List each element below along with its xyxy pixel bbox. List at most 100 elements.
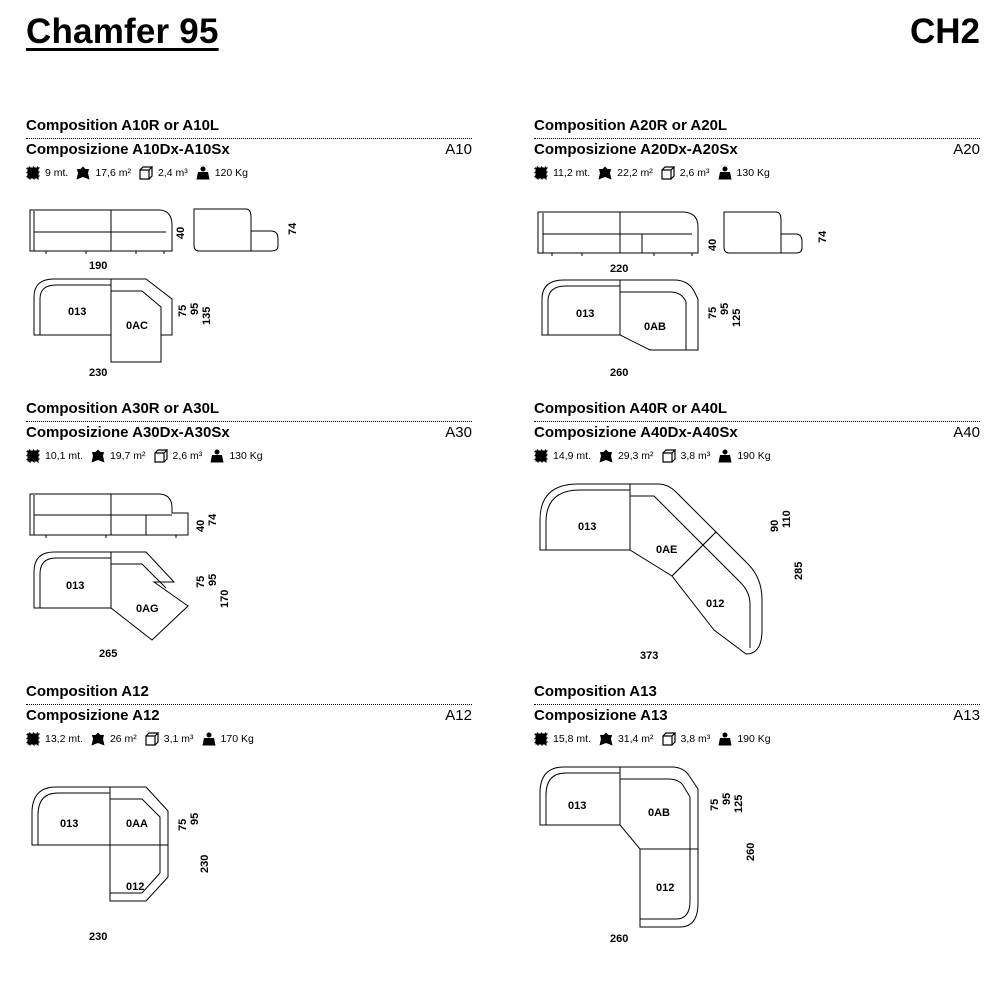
weight-value: 130 Kg xyxy=(229,450,263,462)
depth-side-label: 260 xyxy=(745,843,757,861)
leather-icon xyxy=(91,732,105,746)
plan-width-label: 230 xyxy=(89,931,107,943)
composition-name-en: Composition A30R or A30L xyxy=(26,400,220,417)
volume-value: 2,4 m³ xyxy=(157,167,188,179)
fabric-icon xyxy=(26,166,40,180)
leather-icon xyxy=(91,449,105,463)
weight-value: 190 Kg xyxy=(737,733,771,745)
page-code: CH2 xyxy=(909,12,980,51)
height-back-label: 74 xyxy=(287,222,299,235)
depth-chaise-label: 125 xyxy=(731,309,743,327)
fabric-icon xyxy=(534,449,548,463)
module-label-0ag: 0AG xyxy=(136,603,159,615)
depth-total-label: 95 xyxy=(719,303,731,315)
plan-width-label: 230 xyxy=(89,367,107,379)
front-elevation xyxy=(29,209,173,254)
depth-seat-label: 75 xyxy=(707,307,719,319)
side-elevation xyxy=(723,211,803,254)
fabric-icon xyxy=(534,732,548,746)
module-label-012: 012 xyxy=(126,881,144,893)
composition-code: A13 xyxy=(953,707,980,724)
composition-panel-a20: Composition A20R or A20L Composizione A2… xyxy=(534,117,980,392)
leather-value: 29,3 m² xyxy=(617,450,654,462)
front-width-label: 190 xyxy=(89,260,107,272)
height-seat-label: 40 xyxy=(707,239,719,251)
composition-name-en: Composition A20R or A20L xyxy=(534,117,728,134)
spec-row: 10,1 mt. 19,7 m² 2,6 m³ 130 Kg xyxy=(26,449,271,463)
depth-total-label: 95 xyxy=(207,574,219,586)
module-label-013: 013 xyxy=(576,308,594,320)
composition-panel-a30: Composition A30R or A30L Composizione A3… xyxy=(26,400,472,675)
composition-name-en: Composition A12 xyxy=(26,683,149,700)
height-back-label: 74 xyxy=(817,230,829,243)
module-label-0ab: 0AB xyxy=(648,807,670,819)
composition-name-it: Composizione A10Dx-A10Sx xyxy=(26,141,230,158)
weight-icon xyxy=(718,732,732,746)
fabric-value: 10,1 mt. xyxy=(45,450,83,462)
volume-value: 2,6 m³ xyxy=(679,167,710,179)
leather-icon xyxy=(598,166,612,180)
volume-box-icon xyxy=(661,449,676,463)
depth-chaise-label: 135 xyxy=(201,307,213,325)
dotted-divider xyxy=(26,421,472,422)
spec-row: 9 mt. 17,6 m² 2,4 m³ 120 Kg xyxy=(26,166,256,180)
fabric-value: 13,2 mt. xyxy=(45,733,83,745)
composition-code: A12 xyxy=(445,707,472,724)
depth-seat-label: 75 xyxy=(195,576,207,588)
dotted-divider xyxy=(26,704,472,705)
depth-seat-label: 75 xyxy=(177,305,189,317)
composition-name-it: Composizione A30Dx-A30Sx xyxy=(26,424,230,441)
height-seat-label: 40 xyxy=(195,520,207,532)
module-label-0ae: 0AE xyxy=(656,544,677,556)
spec-row: 15,8 mt. 31,4 m² 3,8 m³ 190 Kg xyxy=(534,732,779,746)
depth-a-label: 90 xyxy=(769,520,781,532)
depth-side-label: 230 xyxy=(199,855,211,873)
volume-box-icon xyxy=(145,732,159,746)
composition-panel-a12: Composition A12 Composizione A12 A12 13,… xyxy=(26,683,472,958)
weight-icon xyxy=(718,166,732,180)
weight-icon xyxy=(210,449,224,463)
fabric-value: 11,2 mt. xyxy=(553,167,591,179)
composition-panel-a10: Composition A10R or A10L Composizione A1… xyxy=(26,117,472,392)
dotted-divider xyxy=(534,704,980,705)
dotted-divider xyxy=(534,421,980,422)
depth-seat-label: 75 xyxy=(177,819,189,831)
composition-drawing: 40 74 013 0AG 75 95 170 265 xyxy=(29,493,231,660)
dotted-divider xyxy=(26,138,472,139)
depth-total-label: 285 xyxy=(793,562,805,580)
depth-total-label: 95 xyxy=(189,813,201,825)
composition-drawing: 013 0AB 012 75 95 125 260 260 xyxy=(539,766,757,945)
composition-panel-a40: Composition A40R or A40L Composizione A4… xyxy=(534,400,980,675)
leather-icon xyxy=(599,732,613,746)
leather-value: 19,7 m² xyxy=(109,450,146,462)
leather-value: 26 m² xyxy=(109,733,137,745)
dotted-divider xyxy=(534,138,980,139)
front-elevation xyxy=(29,493,189,538)
module-label-0aa: 0AA xyxy=(126,818,148,830)
composition-code: A10 xyxy=(445,141,472,158)
weight-value: 190 Kg xyxy=(737,450,771,462)
depth-total-label: 95 xyxy=(721,793,733,805)
leather-value: 17,6 m² xyxy=(95,167,131,179)
spec-row: 13,2 mt. 26 m² 3,1 m³ 170 Kg xyxy=(26,732,262,746)
weight-value: 170 Kg xyxy=(220,733,254,745)
depth-b-label: 110 xyxy=(781,510,793,528)
weight-icon xyxy=(196,166,210,180)
depth-total-label: 95 xyxy=(189,303,201,315)
plan-width-label: 260 xyxy=(610,367,628,379)
spec-row: 11,2 mt. 22,2 m² 2,6 m³ 130 Kg xyxy=(534,166,778,180)
fabric-icon xyxy=(534,166,548,180)
plan-view xyxy=(541,279,699,351)
page-title: Chamfer 95 xyxy=(26,12,219,51)
module-label-013: 013 xyxy=(60,818,78,830)
module-label-0ac: 0AC xyxy=(126,320,148,332)
volume-value: 2,6 m³ xyxy=(172,450,203,462)
composition-name-it: Composizione A13 xyxy=(534,707,668,724)
composition-name-it: Composizione A20Dx-A20Sx xyxy=(534,141,738,158)
fabric-value: 14,9 mt. xyxy=(553,450,591,462)
plan-view xyxy=(539,766,699,928)
composition-panel-a13: Composition A13 Composizione A13 A13 15,… xyxy=(534,683,980,958)
leather-value: 22,2 m² xyxy=(617,167,653,179)
height-seat-label: 40 xyxy=(175,227,187,239)
volume-box-icon xyxy=(661,732,676,746)
